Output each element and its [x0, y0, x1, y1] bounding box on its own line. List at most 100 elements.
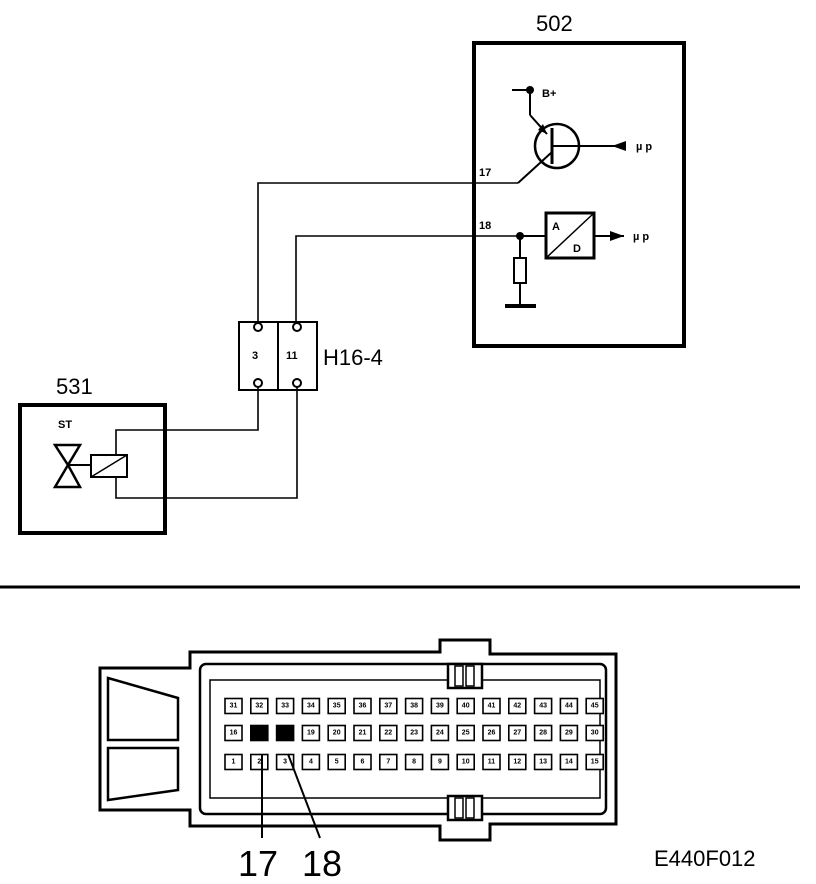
plug-pin-label: 33 [281, 703, 289, 710]
plug-pin-32 [250, 697, 269, 715]
adc-block-icon [544, 211, 624, 260]
plug-pin-29 [559, 724, 579, 742]
wire-to-valve-top [115, 387, 259, 466]
plug-pin-30 [585, 724, 605, 742]
plug-pin-11 [482, 753, 501, 771]
callout-17: 17 [238, 843, 278, 884]
figure-code: E440F012 [654, 846, 756, 871]
plug-pin-label: 5 [335, 759, 339, 766]
mu-output-2: µ p [633, 231, 649, 243]
plug-pin-18 [275, 724, 295, 742]
plug-pin-label: 8 [412, 759, 416, 766]
plug-pin-19 [301, 724, 321, 742]
plug-pin-label: 6 [361, 759, 365, 766]
wire-pin-18 [295, 235, 520, 323]
plug-pin-label: 20 [333, 730, 341, 737]
plug-pin-38 [404, 697, 424, 715]
plug-pin-label: 36 [359, 703, 367, 710]
plug-pin-28 [533, 724, 553, 742]
plug-pin-2 [250, 753, 269, 771]
plug-housing [98, 638, 618, 842]
plug-pin-label: 21 [359, 730, 367, 737]
plug-pin-34 [301, 697, 321, 715]
plug-pin-label: 26 [488, 730, 496, 737]
ecu-label: 502 [536, 11, 573, 36]
plug-pin-label: 34 [307, 703, 315, 710]
plug-pin-label: 24 [436, 730, 444, 737]
plug-pin-label: 43 [539, 703, 547, 710]
plug-pin-14 [559, 753, 579, 771]
plug-pin-20 [327, 724, 347, 742]
plug-pin-label: 7 [386, 759, 390, 766]
plug-pin-label: 14 [565, 759, 573, 766]
plug-pin-1 [224, 753, 243, 771]
plug-pin-label: 42 [513, 703, 521, 710]
plug-pin-label: 16 [230, 730, 238, 737]
plug-pin-label: 1 [232, 759, 236, 766]
plug-pin-label: 9 [438, 759, 442, 766]
plug-pin-9 [430, 753, 450, 771]
plug-pin-27 [507, 724, 527, 742]
plug-pin-label: 32 [255, 703, 263, 710]
plug-pin-label: 23 [410, 730, 418, 737]
plug-pin-33 [275, 697, 295, 715]
plug-pin-16 [224, 724, 243, 742]
plug-pin-label: 22 [384, 730, 392, 737]
plug-pin-label: 29 [565, 730, 573, 737]
plug-pin-label: 19 [307, 730, 315, 737]
plug-pin-35 [327, 697, 347, 715]
plug-pin-15 [585, 753, 605, 771]
mu-output-1: µ p [636, 141, 652, 153]
ecu-box [472, 41, 686, 348]
plug-pin-40 [456, 697, 476, 715]
plug-pin-31 [224, 697, 243, 715]
solenoid-valve-icon [52, 443, 128, 489]
valve-label: 531 [56, 374, 93, 399]
plug-pin-45 [585, 697, 605, 715]
connector-h16-4 [238, 321, 318, 391]
connector-pin-11: 11 [286, 350, 298, 362]
pulldown-resistor-icon [505, 232, 546, 308]
plug-pin-label: 25 [462, 730, 470, 737]
plug-pin-13 [533, 753, 553, 771]
plug-pin-42 [507, 697, 527, 715]
plug-pin-4 [301, 753, 321, 771]
plug-pin-5 [327, 753, 347, 771]
valve-box [18, 403, 167, 535]
plug-pin-label: 2 [257, 759, 261, 766]
connector-pin-3: 3 [252, 350, 258, 362]
plug-pin-label: 28 [539, 730, 547, 737]
callout-18: 18 [302, 843, 342, 884]
plug-pin-17 [250, 724, 269, 742]
plug-pin-36 [353, 697, 372, 715]
plug-pin-12 [507, 753, 527, 771]
plug-pin-label: 11 [488, 759, 496, 766]
plug-pin-41 [482, 697, 501, 715]
plug-pin-23 [404, 724, 424, 742]
plug-pin-label: 12 [513, 759, 521, 766]
plug-pin-39 [430, 697, 450, 715]
plug-pin-8 [404, 753, 424, 771]
plug-pin-6 [353, 753, 372, 771]
plug-pin-44 [559, 697, 579, 715]
plug-pin-label: 31 [230, 703, 238, 710]
plug-pin-label: 4 [309, 759, 313, 766]
plug-pin-label: 40 [462, 703, 470, 710]
plug-pin-25 [456, 724, 476, 742]
transistor-icon [512, 86, 626, 184]
adc-label-a: A [552, 221, 560, 233]
plug-pin-24 [430, 724, 450, 742]
pin-18-label: 18 [479, 220, 491, 232]
plug-pin-label: 3 [283, 759, 287, 766]
plug-pin-10 [456, 753, 476, 771]
plug-pin-label: 15 [591, 759, 599, 766]
supply-label: B+ [542, 88, 556, 100]
valve-type-label: ST [58, 419, 72, 431]
plug-pin-label: 37 [384, 703, 392, 710]
connector-label: H16-4 [323, 345, 383, 370]
plug-pin-label: 30 [591, 730, 599, 737]
wire-pin-17 [257, 182, 518, 323]
plug-pin-label: 13 [539, 759, 547, 766]
